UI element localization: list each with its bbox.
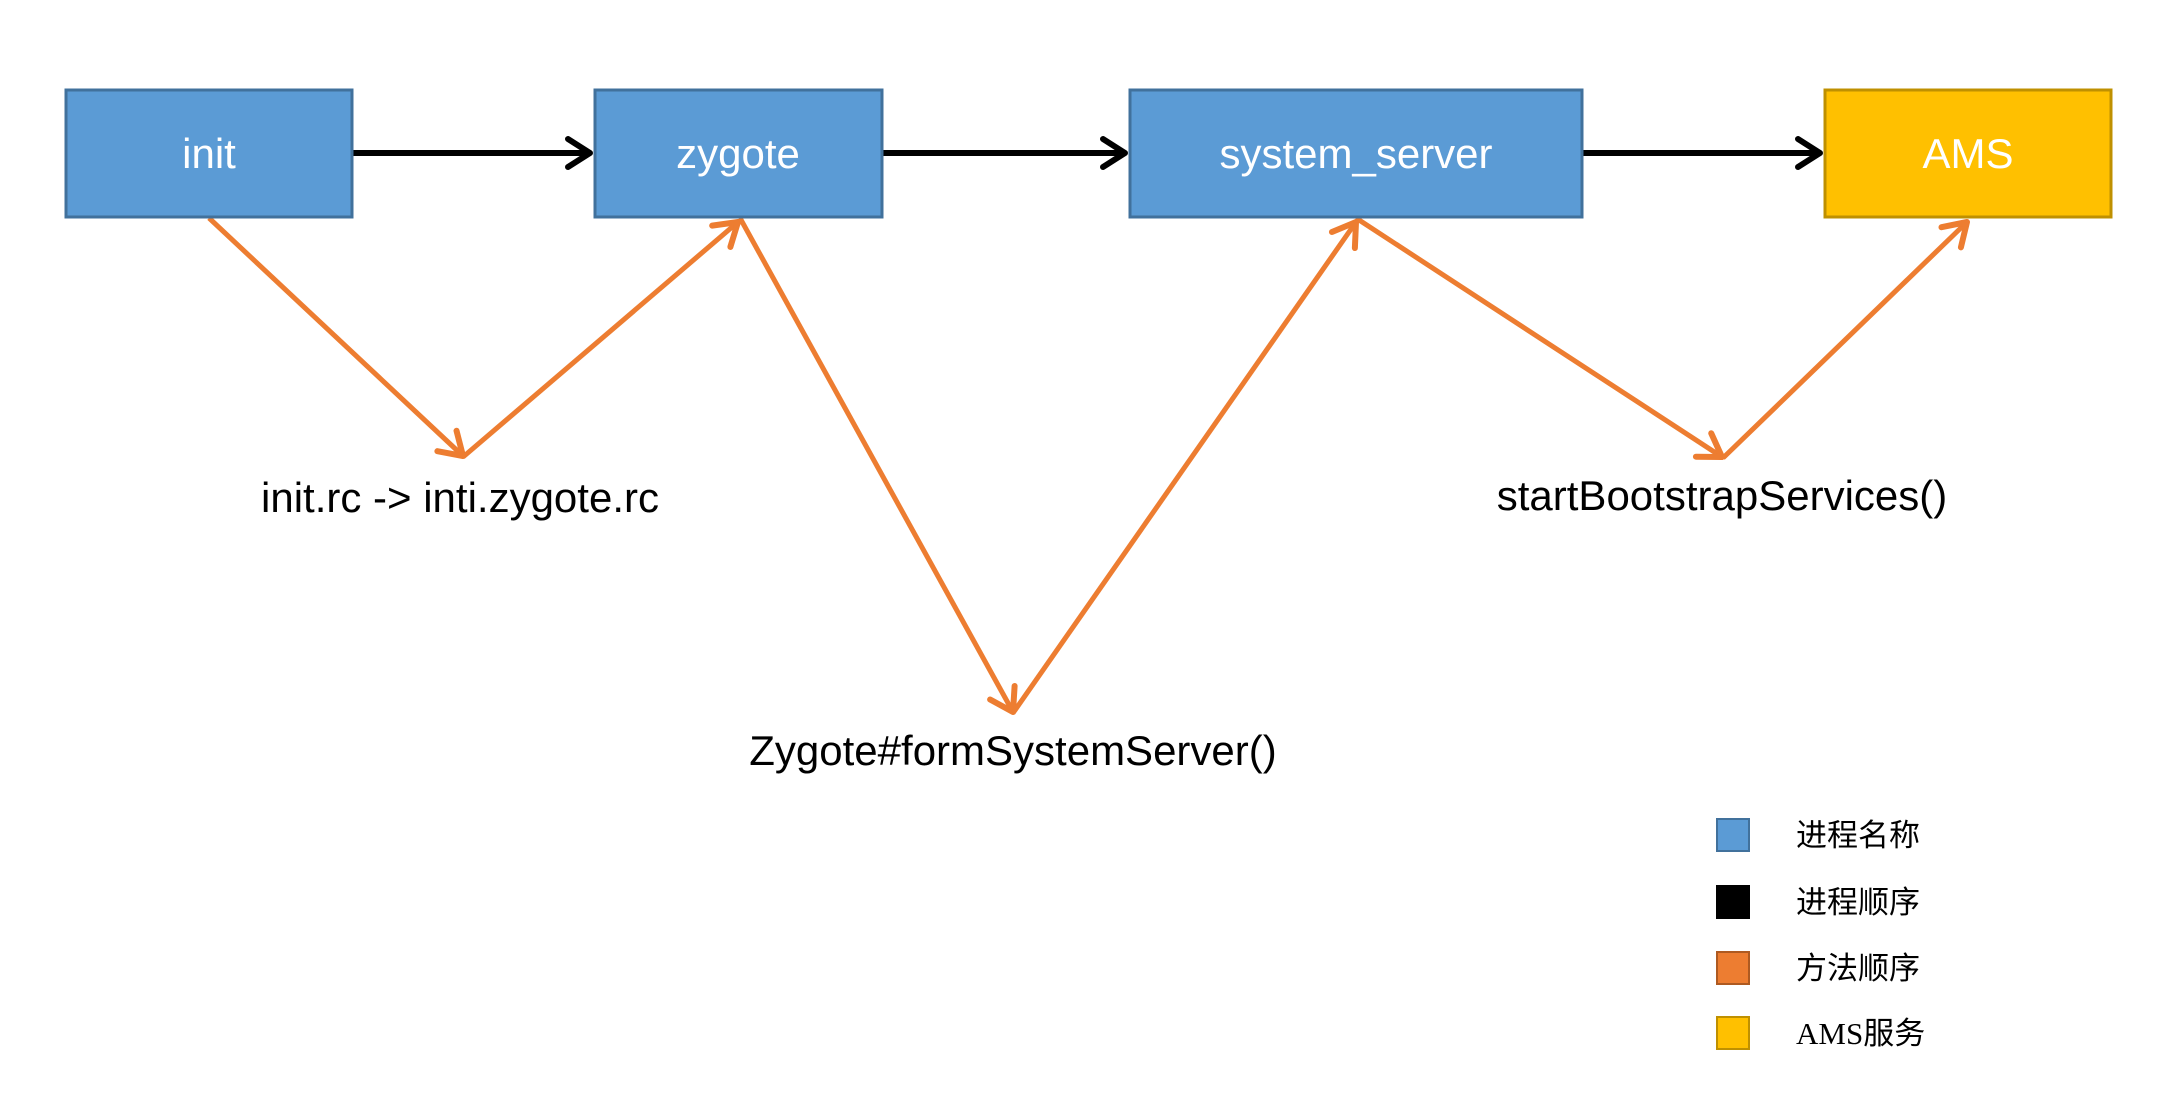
legend-item-method-order: 方法顺序 [1716, 951, 1920, 986]
node-init-label: init [182, 130, 236, 177]
method-arrow-init-to-initrc [207, 216, 466, 459]
node-zygote-label: zygote [676, 130, 800, 177]
node-zygote-box [593, 88, 884, 219]
node-system-server-label: system_server [1219, 130, 1492, 177]
node-zygote: zygote [593, 88, 884, 219]
legend-item-ams-service: AMS服务 [1716, 1016, 1925, 1051]
legend-swatch-process-order [1716, 885, 1750, 919]
legend-item-process-name: 进程名称 [1716, 818, 1920, 853]
legend-label-process-order: 进程顺序 [1796, 885, 1920, 920]
annotation-init-rc: init.rc -> inti.zygote.rc [261, 474, 659, 521]
node-ams-label: AMS [1922, 130, 2013, 177]
method-arrow-initrc-to-zygote [461, 219, 741, 459]
node-system-server-box [1128, 88, 1584, 219]
legend-swatch-ams-service [1716, 1016, 1750, 1050]
annotation-start-bootstrap: startBootstrapServices() [1497, 472, 1947, 519]
legend-item-process-order: 进程顺序 [1716, 885, 1920, 920]
annotation-fork-system-server: Zygote#formSystemServer() [749, 727, 1276, 774]
legend-label-ams-service: AMS服务 [1796, 1016, 1925, 1051]
legend-label-process-name: 进程名称 [1796, 818, 1920, 853]
method-arrow-forksystemserver-to-system-server [1010, 219, 1359, 715]
node-init: init [64, 88, 354, 219]
method-arrow-zygote-to-forksystemserver [737, 216, 1018, 715]
node-ams-box [1823, 88, 2113, 219]
legend: 进程名称 进程顺序 方法顺序 AMS服务 [1716, 818, 1925, 1051]
node-ams: AMS [1823, 88, 2113, 219]
legend-swatch-process-name [1716, 818, 1750, 852]
legend-swatch-method-order [1716, 951, 1750, 985]
node-system-server: system_server [1128, 88, 1584, 219]
method-arrow-startbootstrap-to-ams [1721, 219, 1970, 460]
node-init-box [64, 88, 354, 219]
legend-label-method-order: 方法顺序 [1796, 951, 1920, 986]
method-arrow-system-server-to-startbootstrap [1354, 215, 1725, 460]
